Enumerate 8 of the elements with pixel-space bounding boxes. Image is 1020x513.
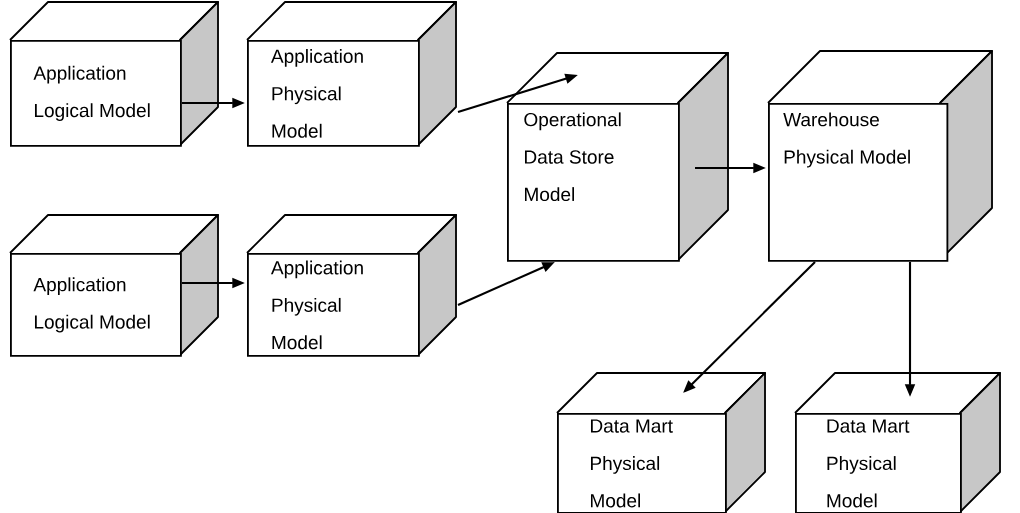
- cube-box: Application Physical Model: [246, 214, 457, 357]
- cube-box: Data Mart Physical Model: [794, 372, 1001, 513]
- cube-box: Operational Data Store Model: [506, 52, 729, 262]
- cube-box: Application Physical Model: [246, 1, 457, 147]
- cube-box: Warehouse Physical Model: [767, 50, 993, 262]
- cube-box: Application Logical Model: [9, 214, 219, 357]
- cube-box: Data Mart Physical Model: [556, 372, 766, 513]
- cube-box: Application Logical Model: [9, 1, 219, 147]
